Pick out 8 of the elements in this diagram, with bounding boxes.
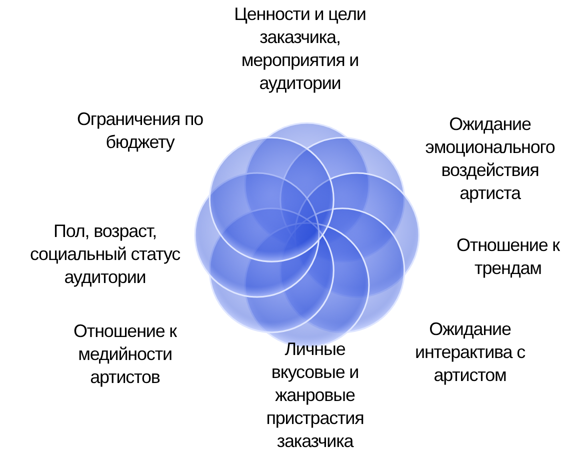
factor-label: Отношение к медийности артистов [72, 320, 178, 389]
factor-label: Отношение к трендам [456, 234, 561, 280]
factor-label: Личные вкусовые и жанровые пристрастия заказчика [265, 338, 365, 453]
factor-label: Ожидание интерактива с артистом [414, 318, 526, 387]
factor-label: Пол, возраст, социальный статус аудитории [28, 220, 182, 289]
factor-label: Ожидание эмоционального воздействия артиста [424, 113, 556, 205]
factor-label: Ограничения по бюджету [76, 108, 204, 154]
factor-label: Ценности и цели заказчика, мероприятия и аудитории [233, 3, 367, 95]
